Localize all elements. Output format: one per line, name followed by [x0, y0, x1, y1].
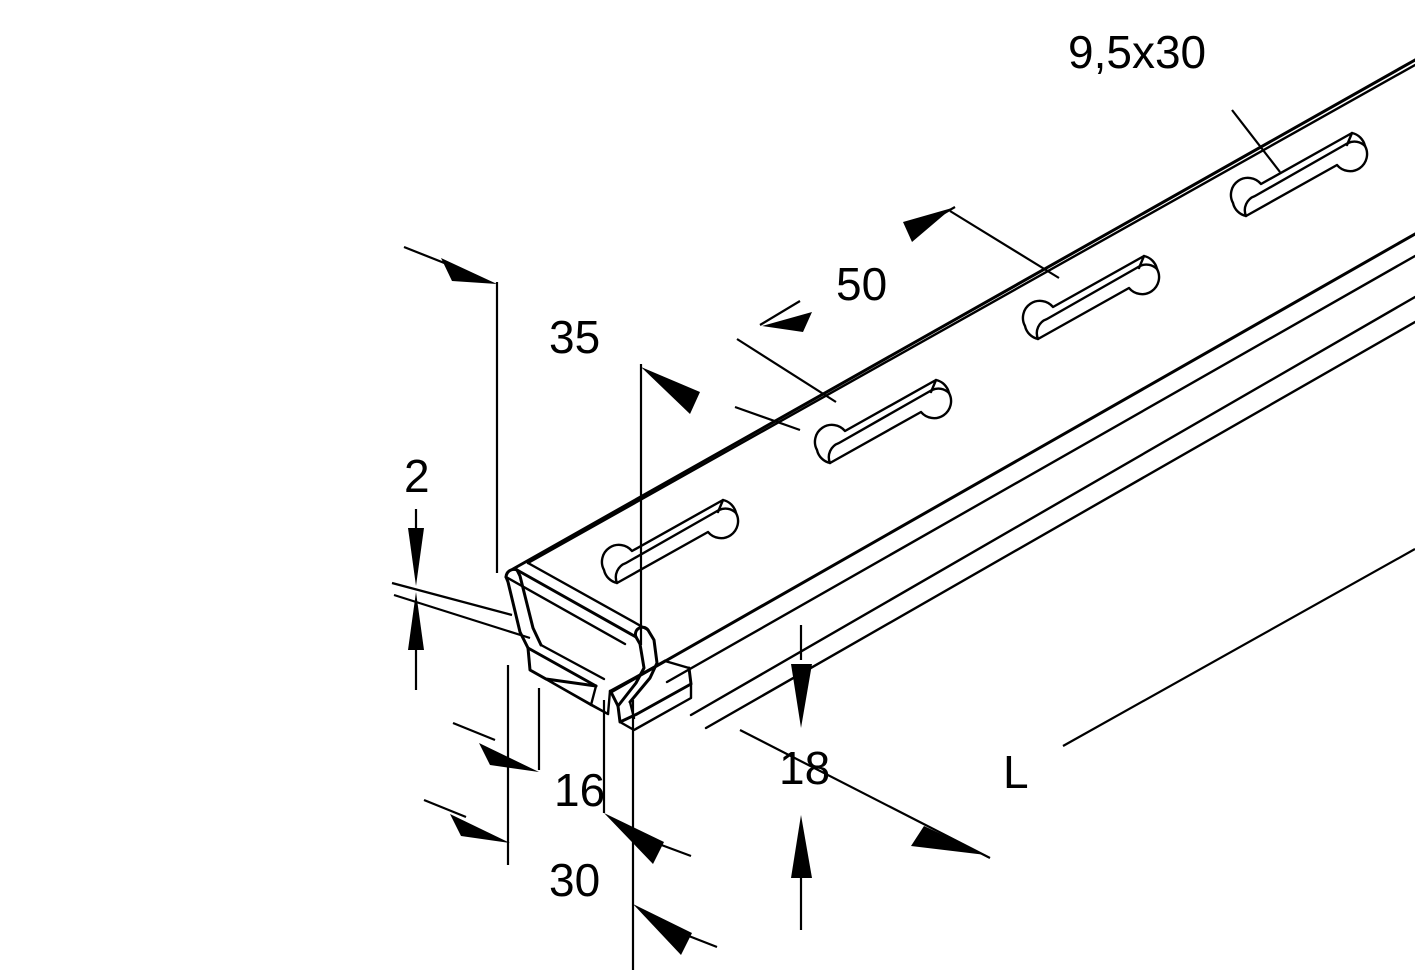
slot-3-inner-wall — [1035, 263, 1159, 341]
channel-bottom-front-edge — [609, 232, 1415, 694]
dimension-profile-height: 35 — [403, 245, 801, 645]
dimension-slot-pitch: 50 — [736, 206, 1060, 403]
channel-left-lip-inner-top — [539, 643, 606, 681]
pitch-extension-line-right — [949, 210, 1060, 279]
channel-left-lip-top — [526, 646, 598, 688]
height-arrow-right-tail — [734, 405, 801, 432]
slot-size-label: 9,5x30 — [1068, 26, 1206, 78]
channel-left-wall-outer — [504, 575, 530, 650]
channel-web-top-edge — [515, 568, 638, 639]
dimension-lip-opening: 16 — [452, 665, 692, 865]
slot-2-end-tick — [929, 378, 938, 394]
profile-width-label: 30 — [549, 854, 600, 906]
slot-2 — [813, 378, 953, 465]
dimension-slot-size: 9,5x30 — [1068, 26, 1281, 173]
lip-opening-label: 16 — [554, 764, 605, 816]
height-arrow-right — [641, 367, 700, 414]
thickness-extension-line-top — [391, 581, 513, 617]
pitch-arrow-left — [762, 312, 812, 332]
dimension-material-thickness: 2 — [391, 450, 531, 690]
edgedist-arrow-top — [791, 664, 812, 728]
channel-top-front-edge — [511, 58, 1415, 571]
channel-profile — [504, 58, 1415, 732]
thickness-arrow-bottom — [408, 592, 424, 650]
thickness-arrow-top — [408, 528, 424, 586]
slot-4-inner-wall — [1243, 140, 1367, 218]
channel-front-face-fill — [506, 65, 1415, 697]
pitch-extension-line-left — [736, 338, 837, 403]
dimension-length: L — [739, 548, 1415, 859]
length-label: L — [1003, 746, 1029, 798]
channel-inner-far-wall — [608, 659, 667, 693]
channel-right-wall-inner — [628, 628, 659, 704]
height-arrow-left — [441, 258, 497, 284]
channel-web-front-edge — [504, 575, 627, 646]
slot-2-inner-wall — [827, 387, 951, 465]
slot-4 — [1229, 131, 1369, 218]
slot-pitch-label: 50 — [836, 258, 887, 310]
dimension-profile-width: 30 — [423, 700, 718, 970]
channel-lip-inner-edge-upper — [665, 254, 1415, 684]
slot-1 — [600, 498, 740, 585]
channel-right-lip-face-edge — [635, 682, 693, 716]
length-leader-line — [1062, 548, 1415, 747]
slot-size-leader-line — [1231, 109, 1281, 173]
channel-web-back-edge — [526, 561, 650, 632]
slot-3-end-tick — [1137, 254, 1146, 270]
channel-right-lip-back-edge — [663, 659, 691, 670]
length-arrow — [911, 826, 986, 855]
slot-edge-distance-label: 18 — [779, 742, 830, 794]
slot-4-end-tick — [1345, 131, 1354, 147]
channel-left-wall-inner — [515, 568, 543, 647]
edgedist-arrow-bottom — [791, 815, 812, 878]
channel-right-lip-bottom-face — [618, 682, 693, 732]
channel-lip-bottom-edge — [704, 320, 1415, 730]
slot-1-end-tick — [716, 498, 725, 514]
width-arrow-right — [633, 904, 692, 955]
channel-right-wall-outer — [616, 635, 646, 708]
opening-arrow-left-tail — [452, 721, 496, 742]
pitch-arrow-right — [903, 208, 952, 242]
channel-corner-top-right — [633, 625, 650, 639]
slot-1-inner-wall — [614, 507, 738, 585]
channel-left-lip-right-face — [589, 684, 598, 707]
pitch-dim-line-left-stub — [759, 300, 801, 326]
opening-arrow-left — [479, 743, 539, 772]
width-arrow-left-tail — [423, 798, 467, 819]
channel-lip-inner-edge-lower — [689, 295, 1415, 717]
slot-3 — [1021, 254, 1161, 341]
width-arrow-left — [450, 814, 510, 843]
material-thickness-label: 2 — [404, 450, 430, 502]
length-dim-line — [739, 729, 991, 859]
channel-top-surface-back-edge — [526, 63, 1415, 565]
dimension-slot-edge-distance: 18 — [779, 625, 830, 930]
profile-height-label: 35 — [549, 311, 600, 363]
